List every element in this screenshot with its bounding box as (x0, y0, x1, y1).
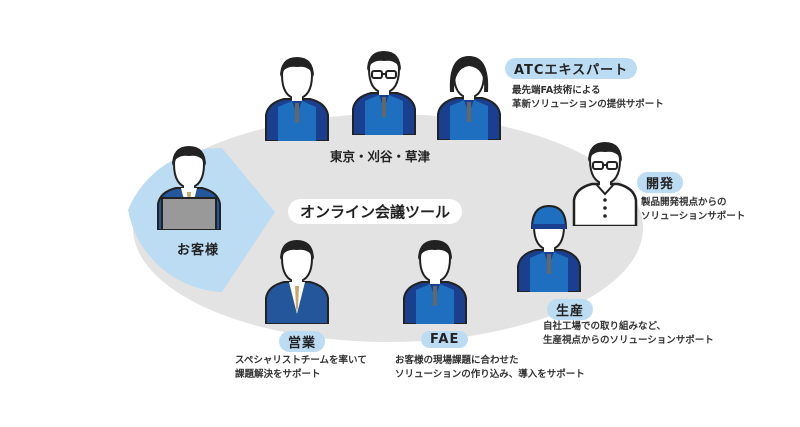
desc-line: 課題解決をサポート (235, 369, 321, 380)
meeting-ellipse (133, 114, 643, 342)
customer-person-icon (150, 138, 228, 234)
desc-line: 最先端FA技術による (512, 85, 601, 96)
role-desc-sales: スペシャリストチームを率いて 課題解決をサポート (235, 354, 367, 382)
online-meeting-tool-label: オンライン会議ツール (288, 199, 463, 224)
role-label-sales: 営業 (279, 331, 326, 352)
sales-person-icon (258, 232, 336, 328)
dev-person-icon (566, 134, 644, 230)
desc-line: ソリューションの作り込み、導入をサポート (395, 369, 585, 380)
customer-label: お客様 (168, 238, 229, 259)
fae-person-icon (396, 232, 474, 328)
role-desc-prod: 自社工場での取り組みなど、 生産視点からのソリューションサポート (543, 320, 714, 348)
atc-member-1-icon (258, 49, 336, 145)
role-desc-atc: 最先端FA技術による 革新ソリューションの提供サポート (512, 84, 664, 112)
desc-line: ソリューションサポート (641, 211, 746, 222)
atc-member-3-icon (430, 48, 508, 144)
desc-line: スペシャリストチームを率いて (235, 355, 367, 366)
role-label-dev: 開発 (637, 172, 684, 193)
desc-line: 自社工場での取り組みなど、 (543, 321, 667, 332)
role-desc-fae: お客様の現場課題に合わせた ソリューションの作り込み、導入をサポート (395, 354, 585, 382)
desc-line: 生産視点からのソリューションサポート (543, 335, 714, 346)
desc-line: 革新ソリューションの提供サポート (512, 99, 664, 110)
role-label-fae: FAE (421, 331, 469, 348)
role-label-atc: ATCエキスパート (505, 58, 638, 79)
atc-member-2-icon (345, 43, 423, 139)
desc-line: お客様の現場課題に合わせた (395, 355, 519, 366)
role-label-prod: 生産 (547, 299, 594, 320)
location-label: 東京・刈谷・草津 (330, 149, 431, 164)
desc-line: 製品開発視点からの (641, 197, 727, 208)
role-desc-dev: 製品開発視点からの ソリューションサポート (641, 196, 745, 224)
prod-person-icon (510, 200, 588, 296)
